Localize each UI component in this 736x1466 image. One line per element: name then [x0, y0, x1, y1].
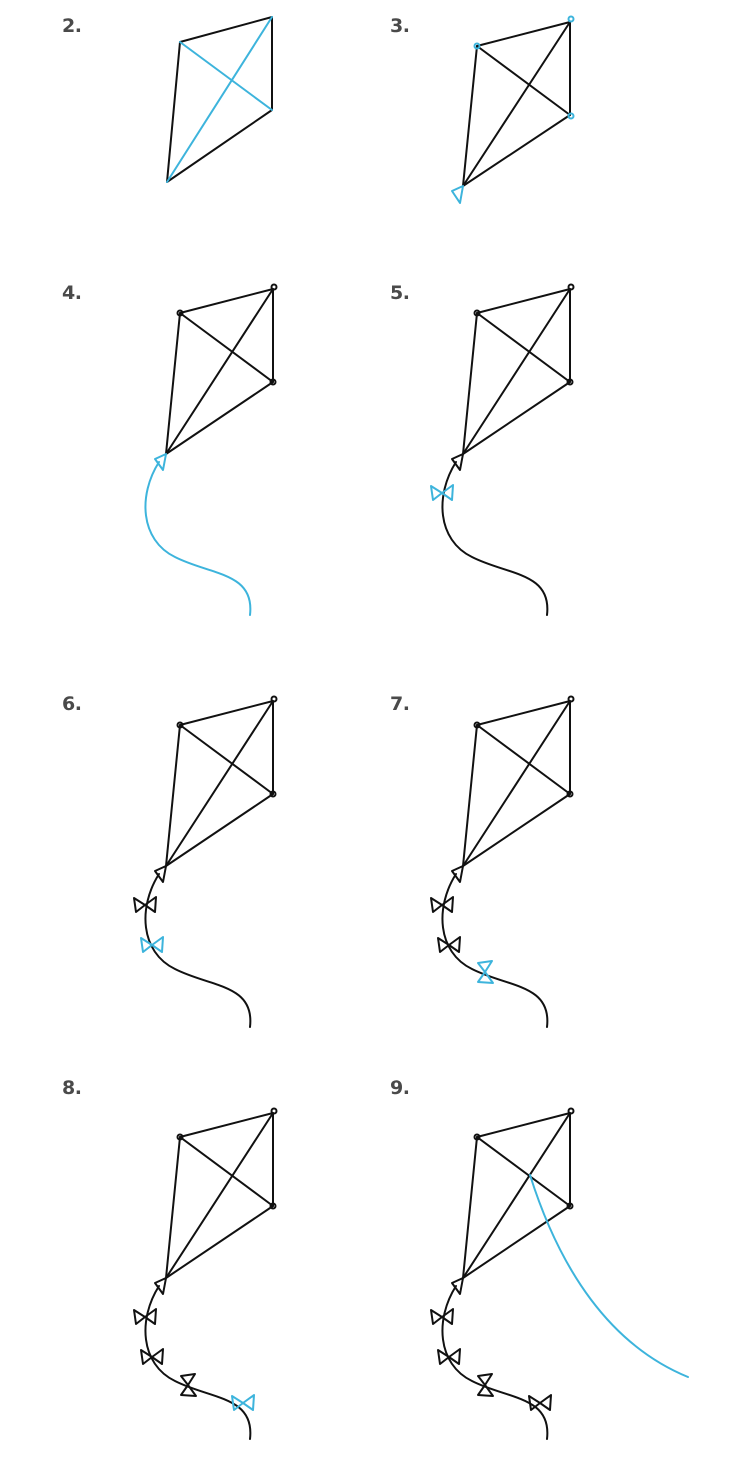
step-label-7: 7. [390, 693, 410, 715]
step-label-2: 2. [62, 15, 82, 37]
step-6-kite [133, 695, 278, 1028]
step-label-6: 6. [62, 693, 82, 715]
step-2-kite [166, 16, 273, 183]
step-4-kite [144, 283, 278, 616]
step-8-kite [133, 1107, 278, 1440]
step-label-9: 9. [390, 1077, 410, 1099]
step-7-kite [430, 695, 575, 1028]
step-label-4: 4. [62, 282, 82, 304]
step-label-3: 3. [390, 15, 410, 37]
step-3-kite [451, 15, 575, 204]
step-9-kite [430, 1107, 689, 1440]
step-5-kite [430, 283, 575, 616]
step-label-8: 8. [62, 1077, 82, 1099]
step-label-5: 5. [390, 282, 410, 304]
